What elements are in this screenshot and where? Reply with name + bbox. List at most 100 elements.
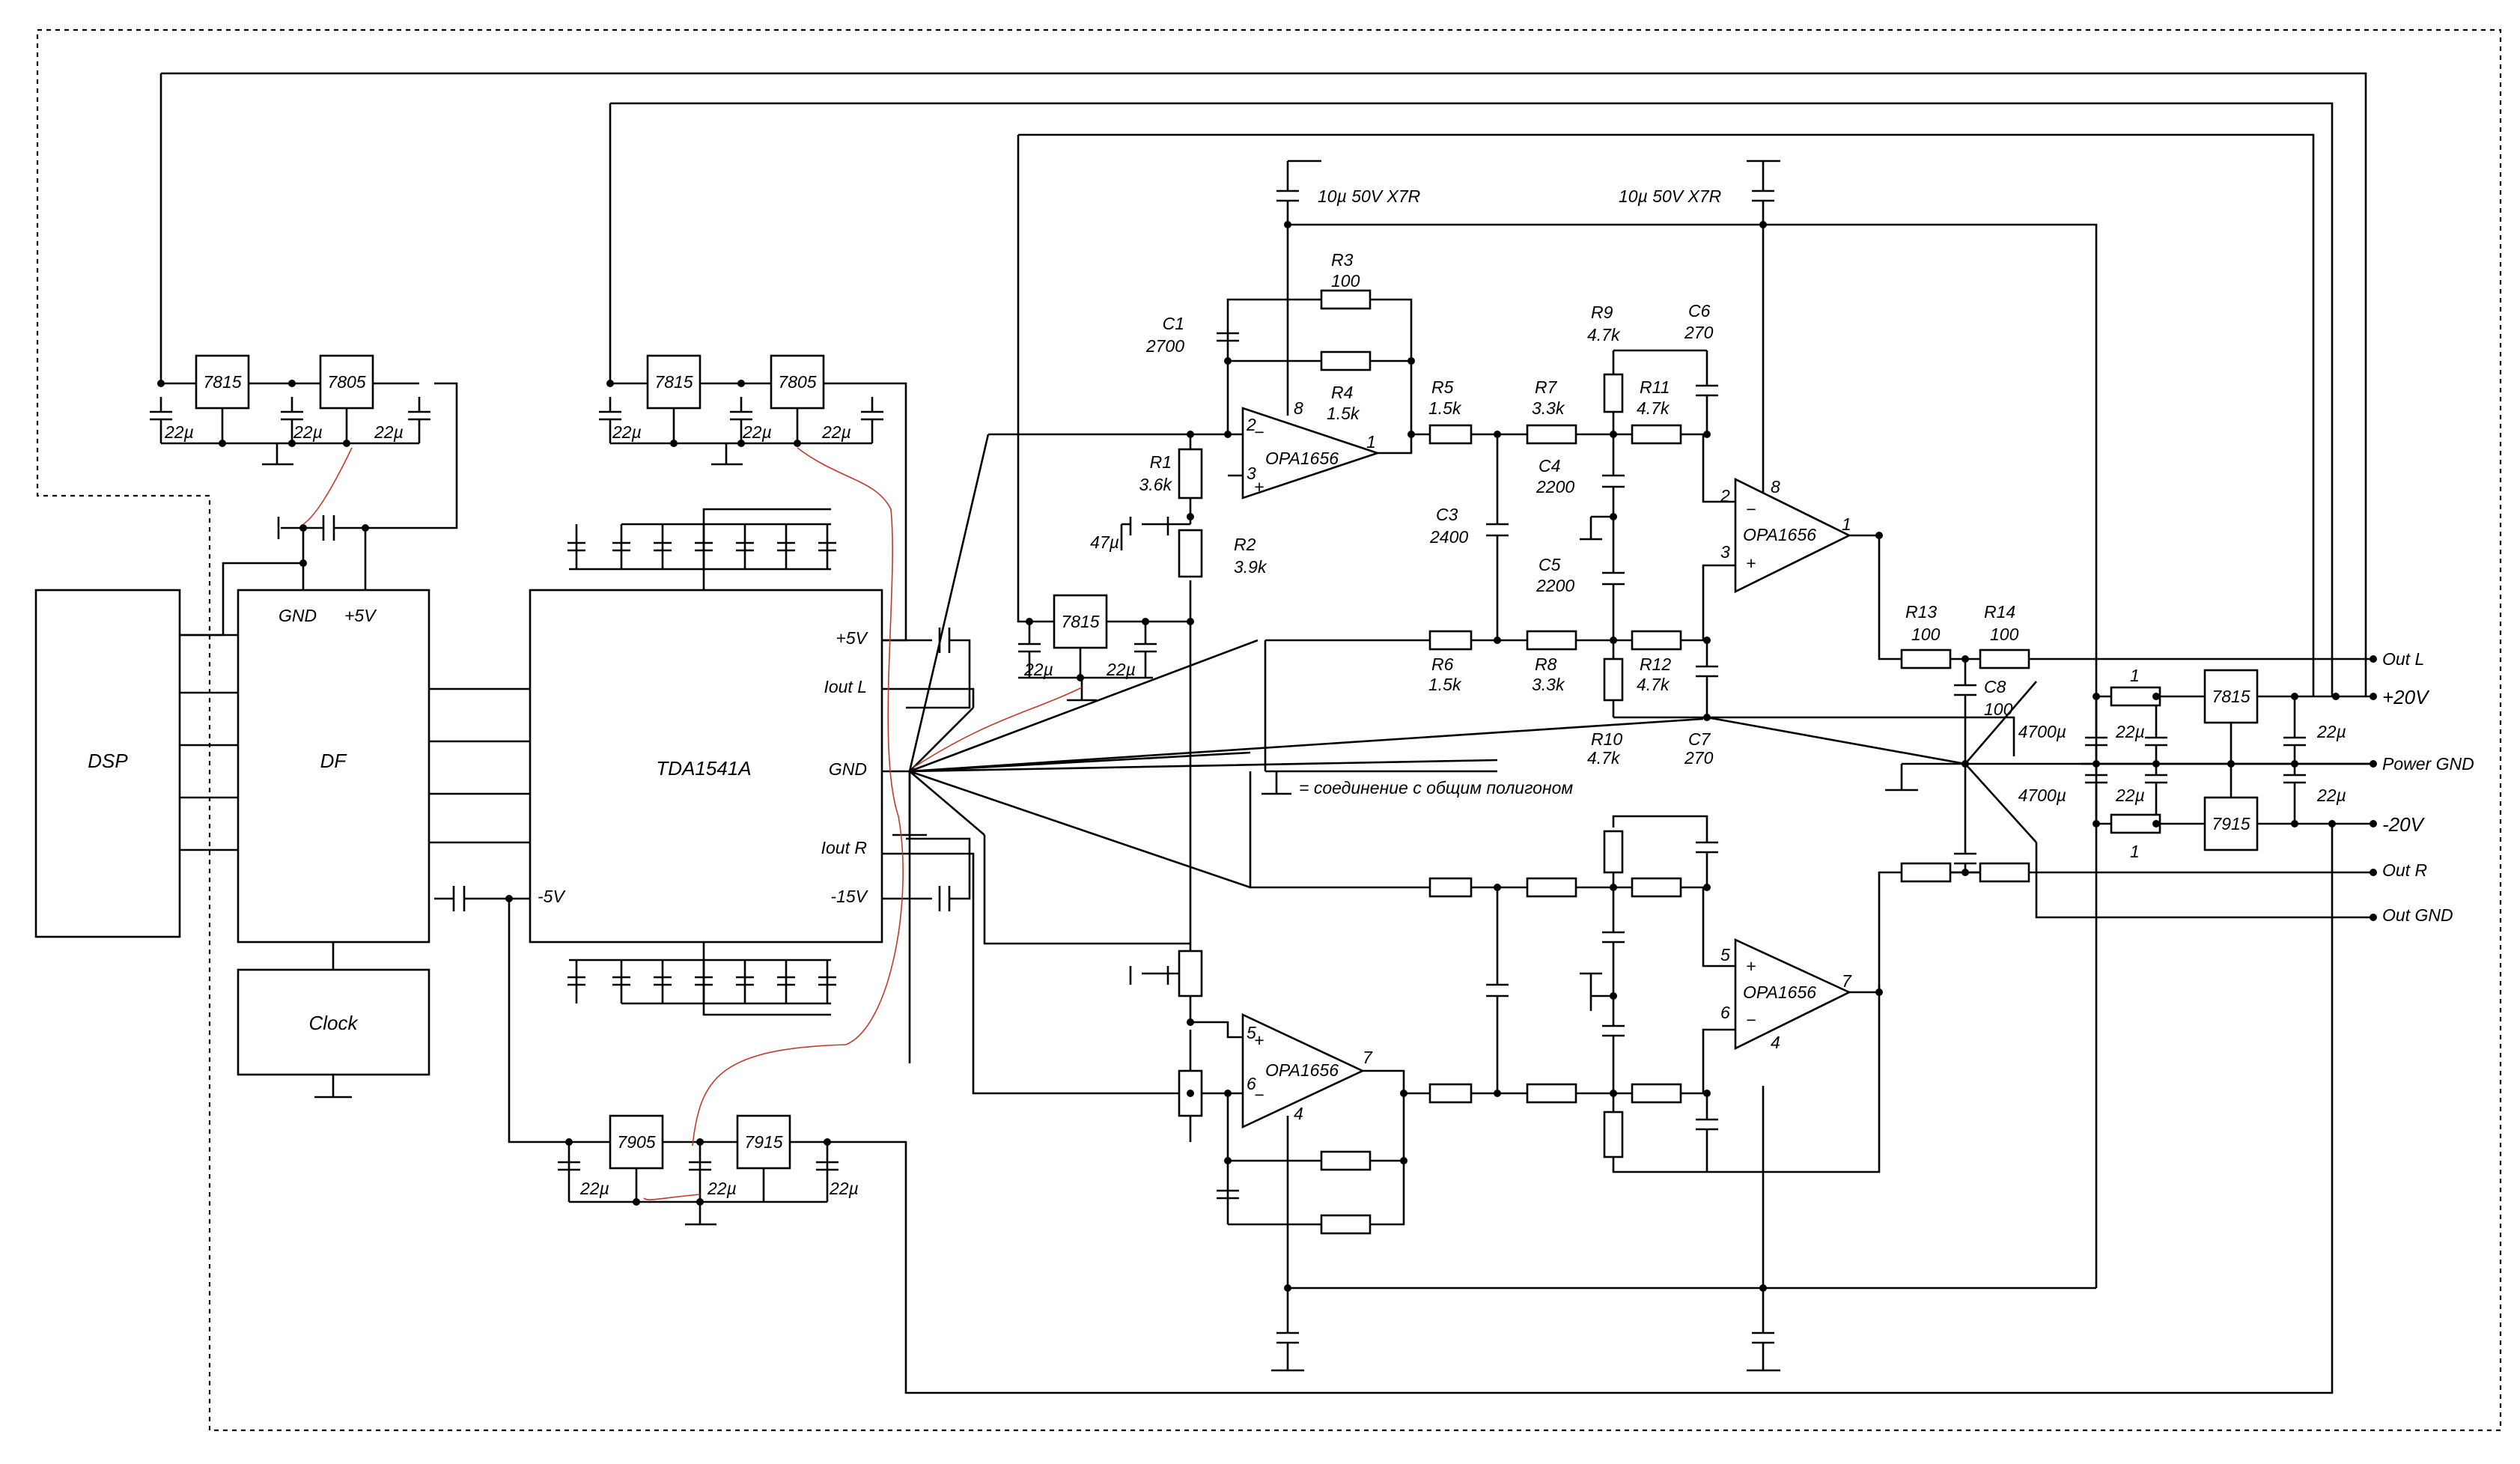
opamp-top2-pin1: 1 (1842, 514, 1851, 534)
r10b-resistor (1603, 1111, 1624, 1158)
r11-val: 4.7k (1637, 398, 1670, 418)
dsp-label: DSP (88, 750, 128, 772)
r4-val: 1.5k (1327, 404, 1360, 423)
dac-m5v: -5V (538, 887, 566, 906)
r6b-resistor (1428, 1083, 1473, 1104)
opamp-bot1-pin7: 7 (1363, 1048, 1373, 1067)
r2-val: 3.9k (1234, 557, 1267, 577)
reg-d-7815-label: 7815 (2212, 687, 2250, 706)
df-label: DF (320, 750, 348, 772)
df-5v-label: +5V (344, 606, 377, 625)
opamp-bot2-label: OPA1656 (1743, 982, 1816, 1002)
r4-name: R4 (1331, 383, 1353, 402)
reg-b-7805 (770, 354, 825, 410)
r13b-resistor (1900, 862, 1952, 883)
left-input-wires (988, 433, 1228, 921)
reg-7915b (2203, 796, 2259, 851)
pgnd-label: Power GND (2382, 754, 2474, 774)
r11-name: R11 (1640, 377, 1670, 397)
cap-d1: 22µ (1023, 660, 1053, 679)
cap-a1: 22µ (164, 422, 194, 442)
dac-5v: +5V (836, 628, 868, 648)
cap-c2: 22µ (707, 1179, 737, 1198)
dac-m15v: -15V (830, 887, 868, 906)
r11-resistor (1631, 424, 1682, 445)
r1b-resistor (1178, 950, 1203, 997)
opamp-top1 (1241, 407, 1381, 499)
r3b-resistor (1320, 1214, 1372, 1235)
c7-val: 270 (1684, 748, 1714, 768)
r1-resistor (1178, 448, 1203, 499)
legend-gnd-symbol (1261, 771, 1291, 795)
opamp-bot2-pin4: 4 (1771, 1033, 1780, 1052)
r-one-a (2110, 686, 2161, 707)
r14b-resistor (1979, 862, 2030, 883)
cap-c3: 22µ (829, 1179, 859, 1198)
r8b-resistor (1526, 1083, 1577, 1104)
left-feedback-wires (1217, 298, 1413, 477)
r14-resistor (1979, 649, 2030, 669)
cap-b3: 22µ (821, 422, 851, 442)
reg-c-caps (1018, 622, 1157, 678)
opamp-bot2-pin5: 5 (1720, 945, 1730, 965)
c4-name: C4 (1539, 456, 1560, 476)
opamp-top2-pin3: 3 (1720, 542, 1730, 562)
opamp-top1-pin8: 8 (1294, 398, 1303, 418)
opamp-bot1-pin6: 6 (1247, 1074, 1256, 1093)
opamp-top2-wires (1707, 534, 2015, 756)
r10-resistor (1603, 657, 1624, 702)
cap4700-a: 4700µ (2018, 722, 2066, 741)
c1-val: 2700 (1145, 336, 1184, 356)
dac-m5v-cap (434, 886, 610, 1143)
c5-name: C5 (1539, 555, 1561, 574)
r-one-a-label: 1 (2130, 666, 2140, 685)
r5b-resistor (1428, 877, 1473, 898)
c5-val: 2200 (1536, 576, 1574, 595)
r13-resistor (1900, 649, 1952, 669)
r13-name: R13 (1905, 602, 1937, 622)
cap-a2: 22µ (293, 422, 323, 442)
wire-top2 (610, 102, 2334, 696)
r13-val: 100 (1911, 625, 1941, 644)
cap-c1: 22µ (579, 1179, 609, 1198)
r5-resistor (1428, 424, 1473, 445)
opamp-top2-minus: − (1746, 499, 1756, 519)
r5-val: 1.5k (1428, 398, 1462, 418)
m20-label: -20V (2382, 813, 2426, 836)
r8-name: R8 (1535, 654, 1557, 674)
r7-val: 3.3k (1532, 398, 1565, 418)
r6-name: R6 (1431, 654, 1454, 674)
opamp-bot1-minus: − (1254, 1085, 1264, 1105)
dac-ioutl: Iout L (824, 677, 867, 696)
r2-resistor (1178, 529, 1203, 578)
cap-e4: 22µ (2316, 786, 2346, 805)
opamp-bot2-pin6: 6 (1720, 1003, 1730, 1022)
power-gnd-wires (1706, 681, 2373, 843)
output-l-wires (1950, 657, 2373, 874)
r10-val: 4.7k (1587, 748, 1621, 768)
r6-resistor (1428, 630, 1473, 651)
out-r-label: Out R (2382, 860, 2427, 880)
opamp-top1-pin1: 1 (1366, 432, 1376, 452)
cap-b2: 22µ (742, 422, 772, 442)
r6-val: 1.5k (1428, 675, 1462, 694)
r14-name: R14 (1984, 602, 2015, 622)
opamp-top1-plus: + (1254, 477, 1264, 496)
gnd-fan (908, 434, 1704, 1063)
opamp-bot2-plus: + (1746, 956, 1756, 976)
r7b-resistor (1526, 877, 1577, 898)
dac-ioutr: Iout R (821, 838, 867, 857)
r10-name: R10 (1591, 729, 1622, 749)
bottom-rail (1271, 1086, 2096, 1372)
clock-wires (314, 942, 352, 1099)
r12-val: 4.7k (1637, 675, 1670, 694)
opamp-top2-label: OPA1656 (1743, 525, 1816, 544)
opamp-top1-pin3: 3 (1247, 464, 1256, 483)
r12-resistor (1631, 630, 1682, 651)
out-gnd-label: Out GND (2382, 905, 2453, 925)
decoup-left-label: 10µ 50V X7R (1318, 186, 1420, 206)
opamp-bot1-pin4: 4 (1294, 1104, 1303, 1123)
reg-a-7805 (319, 354, 374, 410)
wire-reg-c-in (1017, 135, 1054, 623)
